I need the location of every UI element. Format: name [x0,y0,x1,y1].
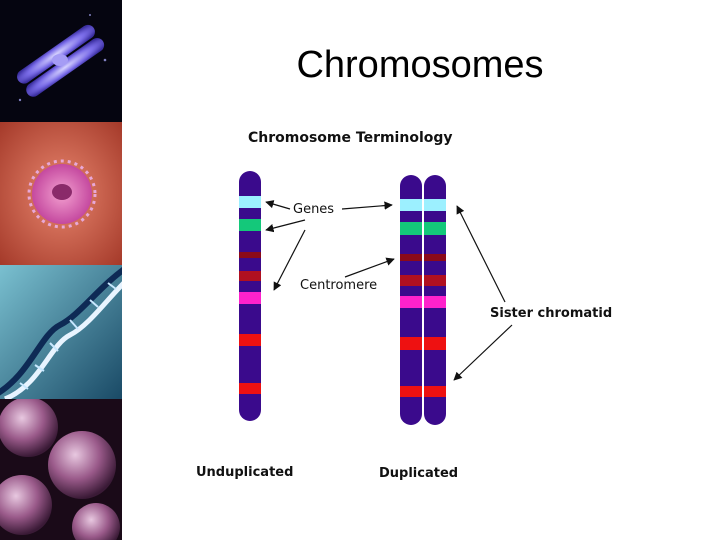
band-darkred [239,271,261,281]
cell-micrograph-image [0,122,122,265]
unduplicated-label: Unduplicated [196,465,293,480]
cells-micrograph-image [0,399,122,540]
band-red [239,334,261,346]
genes-label: Genes [293,202,334,217]
arrow-centromere-to-duplicated [344,257,395,278]
chromosome-micrograph-image [0,0,122,122]
band-red [239,383,261,394]
arrow-genes-to-unduplicated [265,200,291,210]
centromere-label: Centromere [300,278,377,293]
image-strip [0,0,122,540]
pointer-arrows [265,200,513,381]
diagram-heading: Chromosome Terminology [248,130,453,146]
duplicated-label: Duplicated [379,466,458,481]
centromere-band [239,252,261,258]
dna-helix-image [0,265,122,399]
arrow-genes-to-unduplicated-green [265,219,306,233]
slide-title: Chromosomes [296,44,544,86]
arrow-sister-chromatid-down [453,324,513,381]
gene-band-cyan [239,196,261,208]
arrow-sister-chromatid-up [456,205,506,303]
arrow-centromere-to-unduplicated [273,229,306,291]
unduplicated-chromosome [239,171,261,421]
duplicated-chromosome [400,175,446,425]
band-magenta [239,292,261,304]
gene-band-green [239,219,261,231]
sister-chromatid-label: Sister chromatid [490,306,612,321]
arrow-genes-to-duplicated [341,201,393,210]
